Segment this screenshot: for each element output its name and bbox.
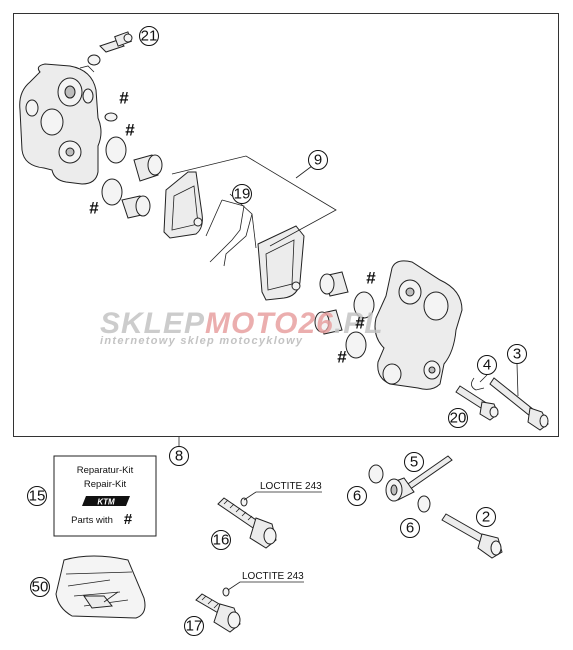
svg-text:4: 4 bbox=[483, 357, 491, 374]
screw-16 bbox=[217, 497, 277, 549]
brake-pad-right bbox=[257, 225, 305, 301]
watermark-26: 26 bbox=[297, 307, 333, 340]
seal-ring-2 bbox=[105, 136, 127, 164]
long-bolt bbox=[489, 377, 549, 431]
svg-text:2: 2 bbox=[482, 509, 490, 526]
loctite-leader-16 bbox=[243, 491, 322, 501]
svg-text:3: 3 bbox=[513, 346, 521, 363]
bolt-2 bbox=[441, 513, 503, 559]
callout-6b: 6 bbox=[400, 518, 420, 538]
repair-kit-card: Reparatur-Kit Repair-Kit KTM Parts with … bbox=[53, 455, 157, 537]
svg-text:15: 15 bbox=[29, 488, 46, 505]
svg-text:20: 20 bbox=[450, 410, 467, 427]
kit-line-2: Repair-Kit bbox=[84, 479, 127, 490]
callout-8: 8 bbox=[169, 446, 189, 466]
callout-20: 20 bbox=[448, 408, 468, 428]
screw-17 bbox=[195, 587, 241, 633]
pad-group-indicator bbox=[171, 155, 337, 247]
piston-right-2 bbox=[314, 309, 343, 335]
svg-text:SKLEPMOTO26.PL: SKLEPMOTO26.PL bbox=[100, 307, 384, 340]
ktm-logo-text: KTM bbox=[97, 498, 115, 507]
seal-ring-4 bbox=[353, 291, 375, 319]
kit-hash: # bbox=[124, 511, 133, 528]
circlip bbox=[471, 377, 485, 391]
hash-mark-1: # bbox=[119, 89, 129, 108]
svg-text:19: 19 bbox=[234, 186, 251, 203]
guide-pin bbox=[455, 385, 499, 421]
ktm-logo: KTM bbox=[82, 496, 130, 507]
svg-text:17: 17 bbox=[186, 618, 203, 635]
svg-text:6: 6 bbox=[406, 520, 414, 537]
callout-4: 4 bbox=[477, 355, 497, 375]
callout-9: 9 bbox=[308, 150, 328, 170]
bushing-5 bbox=[385, 477, 415, 502]
loctite-label-16: LOCTITE 243 bbox=[260, 481, 322, 492]
seal-ring-3 bbox=[101, 178, 123, 206]
pad-spring bbox=[205, 193, 257, 267]
callout-21: 21 bbox=[139, 26, 159, 46]
callout-5: 5 bbox=[404, 452, 424, 472]
kit-line-1: Reparatur-Kit bbox=[77, 465, 134, 476]
svg-text:9: 9 bbox=[314, 152, 322, 169]
watermark-moto: MOTO bbox=[205, 307, 298, 340]
washer-6a bbox=[368, 464, 384, 484]
hash-mark-3: # bbox=[89, 199, 99, 218]
seal-ring-5 bbox=[345, 331, 367, 359]
callout-17: 17 bbox=[184, 616, 204, 636]
svg-text:16: 16 bbox=[213, 532, 230, 549]
loctite-leader-17 bbox=[227, 581, 304, 591]
callout-19: 19 bbox=[232, 184, 252, 204]
hash-mark-2: # bbox=[125, 121, 135, 140]
seal-ring-1 bbox=[104, 112, 118, 122]
svg-text:50: 50 bbox=[32, 579, 49, 596]
piston-left-2 bbox=[121, 195, 151, 219]
caliper-half-left bbox=[19, 63, 102, 185]
grease-tube bbox=[55, 555, 146, 619]
callout-3: 3 bbox=[507, 344, 527, 364]
piston-left-1 bbox=[133, 154, 163, 182]
brake-pad-left bbox=[163, 171, 203, 239]
svg-text:5: 5 bbox=[410, 454, 418, 471]
washer-6b bbox=[417, 495, 431, 513]
hash-mark-4: # bbox=[366, 269, 376, 288]
callout-15: 15 bbox=[27, 486, 47, 506]
piston-right-1 bbox=[319, 271, 349, 297]
svg-text:21: 21 bbox=[141, 28, 158, 45]
watermark-pl: .PL bbox=[334, 307, 384, 340]
svg-text:8: 8 bbox=[175, 448, 183, 465]
callout-50: 50 bbox=[30, 577, 50, 597]
callout-2: 2 bbox=[476, 507, 496, 527]
bleed-nipple bbox=[87, 31, 133, 66]
hash-mark-5: # bbox=[355, 314, 365, 333]
caliper-half-right bbox=[374, 260, 463, 390]
assembly-frame bbox=[13, 13, 559, 437]
callout-6a: 6 bbox=[347, 486, 367, 506]
watermark-tagline: internetowy sklep motocyklowy bbox=[100, 335, 303, 347]
svg-text:6: 6 bbox=[353, 488, 361, 505]
watermark: SKLEPMOTO26.PL internetowy sklep motocyk… bbox=[100, 307, 384, 347]
kit-line-3: Parts with bbox=[71, 515, 113, 526]
hash-mark-6: # bbox=[337, 348, 347, 367]
watermark-sklep: SKLEP bbox=[100, 307, 205, 340]
callout-16: 16 bbox=[211, 530, 231, 550]
loctite-label-17: LOCTITE 243 bbox=[242, 571, 304, 582]
